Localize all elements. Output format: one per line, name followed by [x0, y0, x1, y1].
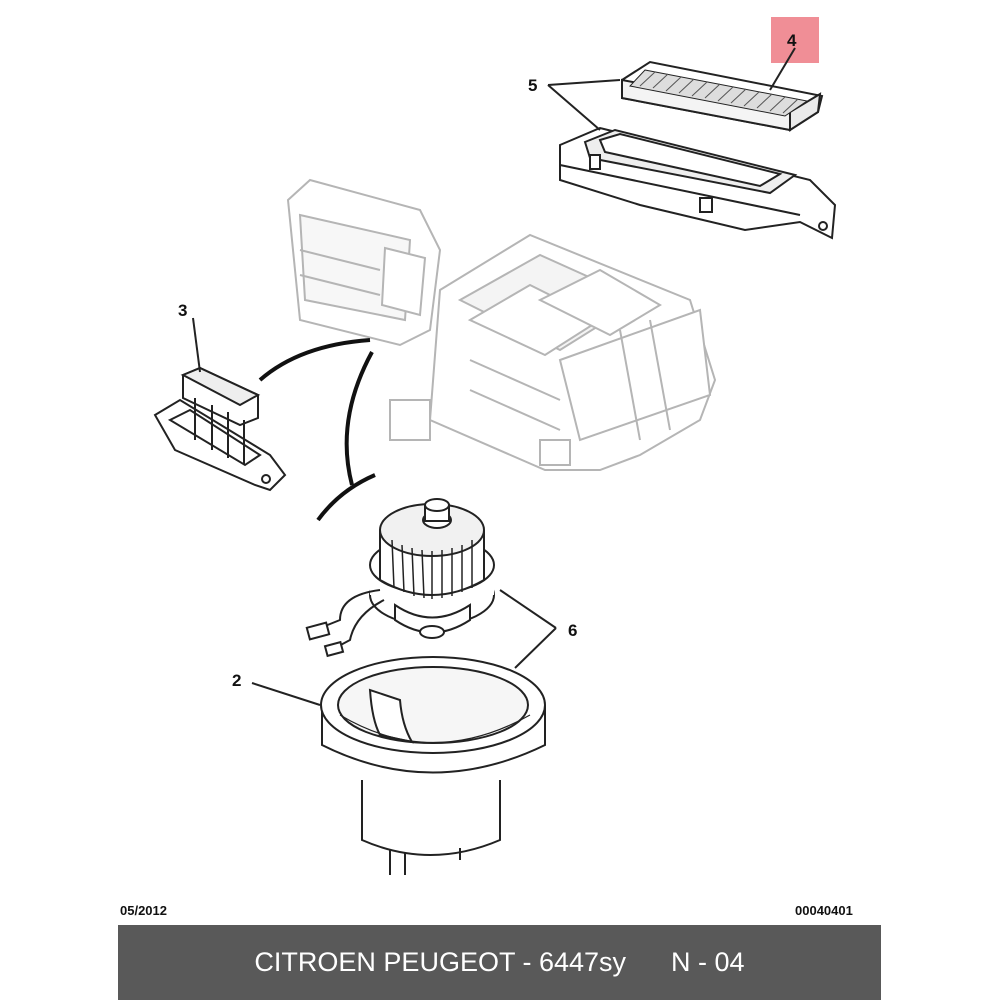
leader-lines — [192, 47, 796, 706]
callout-3: 3 — [178, 301, 187, 320]
cabin-filter-part — [621, 60, 824, 132]
filter-housing-part — [559, 126, 837, 240]
connector-arcs — [258, 338, 376, 522]
callout-2: 2 — [232, 671, 241, 690]
blower-housing-part — [320, 656, 546, 875]
diagram-date: 05/2012 — [120, 903, 167, 918]
footer-spacer — [626, 947, 671, 978]
exploded-parts-diagram: 4 5 3 6 2 — [153, 17, 837, 875]
diagram-reference: 00040401 — [795, 903, 853, 918]
callout-4: 4 — [787, 31, 797, 50]
blower-fan-part — [305, 498, 495, 658]
callout-6: 6 — [568, 621, 577, 640]
footer-bar: CITROEN PEUGEOT - 6447sy N - 04 — [118, 925, 881, 1000]
callout-4-highlight — [771, 17, 819, 63]
callout-5: 5 — [528, 76, 537, 95]
page-label: N - 04 — [671, 947, 745, 977]
blower-resistor-part — [153, 366, 287, 492]
part-label: CITROEN PEUGEOT - 6447sy — [254, 947, 627, 977]
hvac-housing — [286, 178, 717, 471]
